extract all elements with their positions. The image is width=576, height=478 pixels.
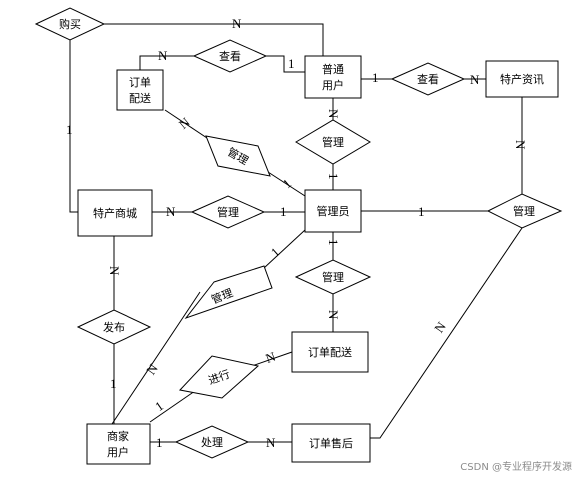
entity-order-delivery-top-line2: 配送 (129, 91, 151, 105)
entity-order-aftersale: 订单售后 (291, 423, 371, 463)
card-view-info-left: 1 (372, 70, 379, 85)
entity-admin-label: 管理员 (317, 204, 350, 218)
relation-manage-merchant: 管理 (184, 265, 273, 320)
entity-specialty-mall: 特产商城 (77, 189, 153, 237)
card-manage-delivery-top-right: 1 (280, 176, 295, 192)
card-manage-delivery-bottom: N (326, 310, 341, 320)
entity-normal-user-line2: 用户 (322, 78, 344, 92)
card-conduct-merchant: 1 (152, 398, 166, 414)
relation-manage-delivery: 管理 (294, 259, 372, 295)
entity-order-delivery-label: 订单配送 (308, 345, 352, 359)
line-buy-mall (69, 40, 78, 213)
card-manage-delivery-top-admin: 1 (326, 239, 341, 246)
relation-buy-label: 购买 (59, 17, 81, 31)
card-handle-merchant: 1 (156, 435, 163, 450)
card-buy-left: 1 (66, 122, 73, 137)
entity-order-delivery: 订单配送 (291, 331, 369, 373)
card-manage-info-left: 1 (418, 204, 425, 219)
relation-manage-info-label: 管理 (513, 204, 535, 218)
relation-manage-mall-label: 管理 (217, 205, 239, 219)
line-manage-admin-diag (267, 171, 306, 197)
card-handle-aftersale: N (266, 435, 276, 450)
line-manageinfo-aftersale (370, 227, 523, 439)
relation-manage-user: 管理 (295, 119, 371, 165)
entity-merchant-user: 商家 用户 (86, 423, 151, 465)
relation-manage-mall: 管理 (190, 195, 266, 229)
relation-handle: 处理 (174, 425, 250, 459)
card-manage-delivery-top-left: N (176, 114, 193, 132)
relation-manage-delivery-top: 管理 (205, 135, 271, 177)
card-view-delivery-left: N (158, 48, 168, 63)
entity-specialty-mall-label: 特产商城 (93, 206, 137, 220)
relation-view-delivery: 查看 (192, 39, 268, 73)
card-manage-mall-left: N (166, 204, 176, 219)
relation-handle-label: 处理 (201, 436, 223, 449)
watermark-text: CSDN @专业程序开发源 (460, 460, 572, 473)
line-delivery-view (139, 55, 194, 70)
entity-order-aftersale-label: 订单售后 (309, 436, 353, 450)
relation-view-delivery-label: 查看 (219, 49, 241, 63)
entity-specialty-info-label: 特产资讯 (500, 72, 544, 86)
card-manage-user-top: N (326, 109, 341, 119)
relation-buy: 购买 (34, 7, 106, 41)
line-delivtop-manage (164, 109, 211, 141)
entity-order-delivery-top: 订单 配送 (116, 69, 164, 111)
relation-publish-label: 发布 (103, 320, 125, 334)
relation-conduct: 进行 (179, 355, 260, 399)
line-admin-manage4 (263, 229, 306, 269)
card-view-delivery-right: 1 (288, 56, 295, 71)
card-publish-bottom: 1 (110, 376, 117, 391)
card-publish-top: N (107, 266, 122, 276)
line-view-user (266, 55, 305, 73)
line-buy-user (104, 23, 324, 56)
entity-normal-user: 普通 用户 (304, 55, 362, 99)
relation-manage-delivery-label: 管理 (322, 270, 344, 284)
relation-view-info: 查看 (390, 62, 466, 96)
card-manage-info-right: N (513, 140, 528, 150)
entity-normal-user-line1: 普通 (322, 62, 344, 76)
entity-specialty-info: 特产资讯 (485, 60, 559, 98)
card-manage-mall-right: 1 (280, 204, 287, 219)
card-manage-info-bottom: N (431, 318, 449, 335)
entity-order-delivery-top-line1: 订单 (129, 76, 151, 89)
relation-view-info-label: 查看 (417, 72, 439, 86)
line-manage4-merchant (111, 291, 201, 425)
card-manage-merchant-admin: 1 (268, 244, 283, 259)
card-view-info-right: N (470, 72, 480, 87)
relation-manage-info: 管理 (486, 193, 563, 229)
relation-manage-user-label: 管理 (322, 135, 344, 149)
entity-admin: 管理员 (304, 189, 362, 233)
relation-publish: 发布 (76, 309, 152, 345)
card-manage-user-bottom: 1 (326, 173, 341, 180)
entity-merchant-user-line1: 商家 (107, 429, 129, 443)
card-buy-right: N (232, 16, 242, 31)
entity-merchant-user-line2: 用户 (107, 445, 129, 459)
